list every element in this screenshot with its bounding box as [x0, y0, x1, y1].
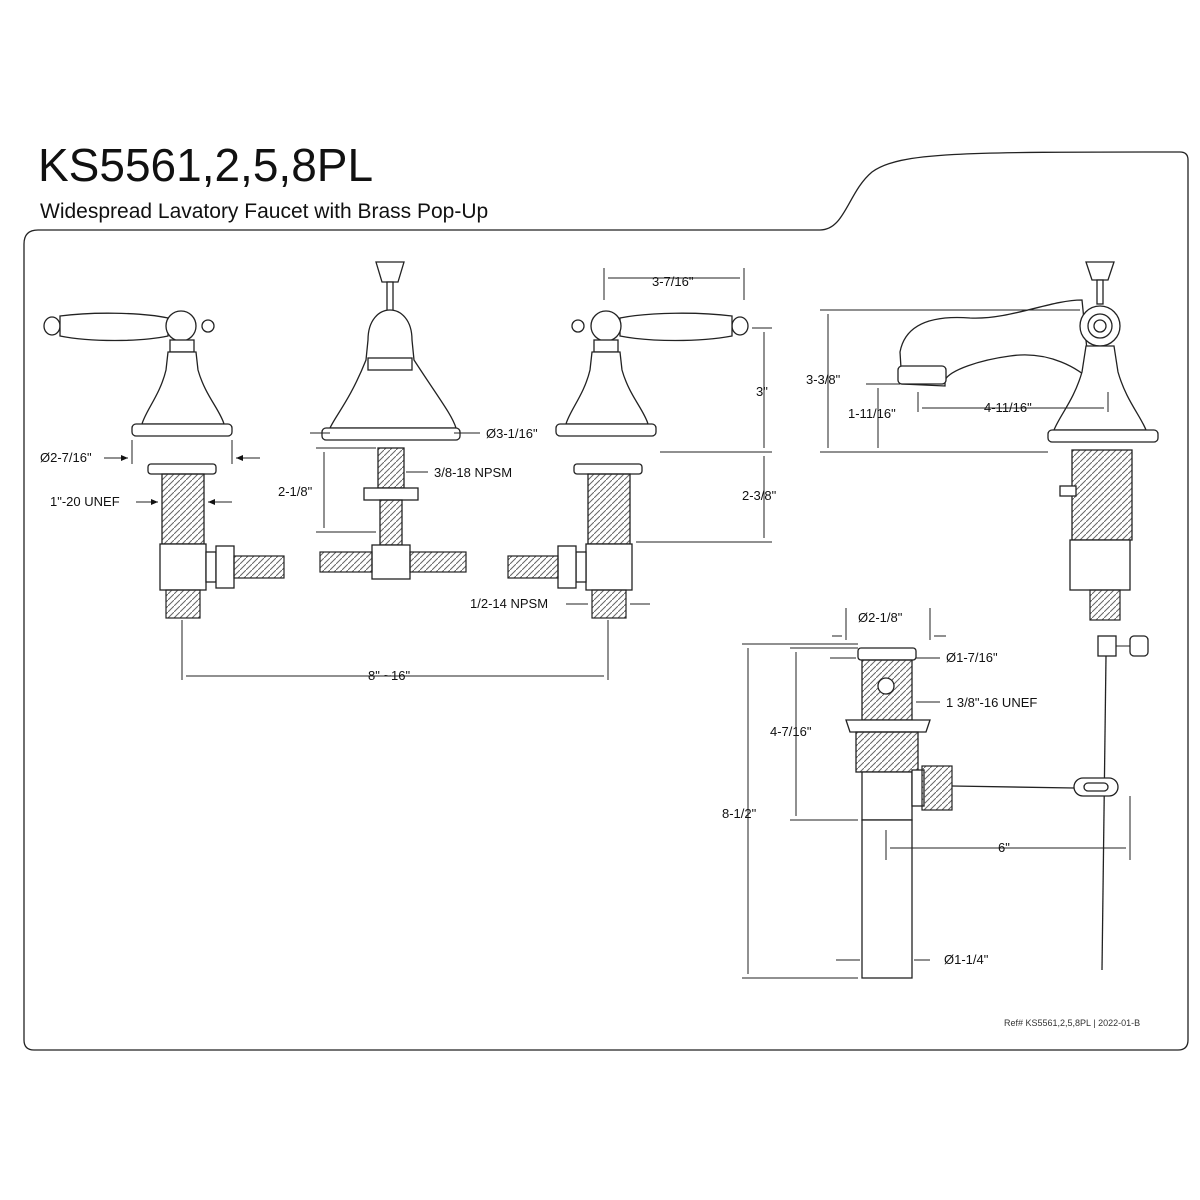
right-handle-valve — [507, 310, 749, 619]
page-title: KS5561,2,5,8PL — [38, 139, 374, 191]
dim-handle-thread: 1"-20 UNEF — [50, 494, 120, 509]
dim-handle-reach: 3-7/16" — [652, 274, 694, 289]
dim-shank-length: 2-3/8" — [742, 488, 777, 503]
dim-drain-thread: 1 3/8"-16 UNEF — [946, 695, 1037, 710]
drawing-frame — [23, 151, 1189, 1051]
popup-drain — [845, 647, 1119, 979]
left-handle-valve — [43, 310, 285, 619]
dim-spout-reach: 4-11/16" — [984, 400, 1032, 415]
reference-note: Ref# KS5561,2,5,8PL | 2022-01-B — [1004, 1018, 1140, 1028]
dim-handle-base-dia: Ø2-7/16" — [40, 450, 92, 465]
dimension-lines — [104, 268, 1131, 979]
dim-spout-thread: 3/8-18 NPSM — [434, 465, 512, 480]
dim-rod-length: 6" — [998, 840, 1010, 855]
dim-inlet-thread: 1/2-14 NPSM — [470, 596, 548, 611]
side-view-spout — [897, 261, 1159, 971]
dim-drain-flange-dia: Ø2-1/8" — [858, 610, 903, 625]
dim-drain-body-dia: Ø1-7/16" — [946, 650, 998, 665]
dim-drain-total: 8-1/2" — [722, 806, 757, 821]
dim-drain-upper: 4-7/16" — [770, 724, 812, 739]
dim-spout-height: 3-3/8" — [806, 372, 841, 387]
dim-spout-base-dia: Ø3-1/16" — [486, 426, 538, 441]
dim-spout-shank: 2-1/8" — [278, 484, 313, 499]
spout-body — [319, 261, 467, 580]
dim-spread: 8" ~16" — [368, 668, 411, 683]
dim-tailpiece-dia: Ø1-1/4" — [944, 952, 989, 967]
page-subtitle: Widespread Lavatory Faucet with Brass Po… — [40, 200, 489, 223]
dim-spout-clearance: 1-11/16" — [848, 406, 896, 421]
dim-handle-height: 3" — [756, 384, 768, 399]
